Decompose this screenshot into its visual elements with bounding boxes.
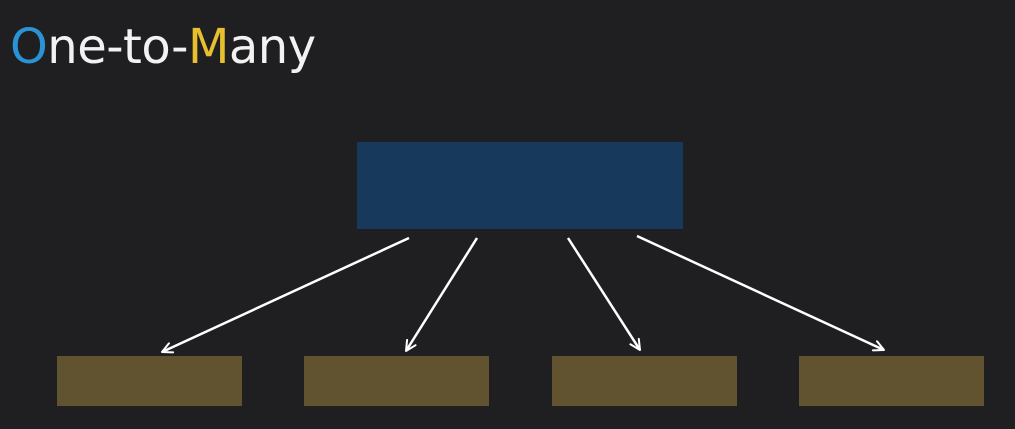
title-many-rest: any [228,19,316,75]
arrow-to-child-1 [161,236,410,354]
title-one-initial: O [10,19,48,75]
child-entity-box-2 [304,356,489,406]
child-entity-box-4 [799,356,984,406]
child-entity-box-1 [57,356,242,406]
arrow-to-child-3 [566,237,642,351]
arrow-to-child-4 [636,234,885,352]
title-many-initial: M [187,19,229,75]
page-title: One-to-Many [10,12,316,82]
child-entity-box-3 [552,356,737,406]
title-one-rest: ne-to- [47,19,188,75]
arrow-to-child-2 [404,237,479,352]
parent-entity-box [357,142,683,229]
